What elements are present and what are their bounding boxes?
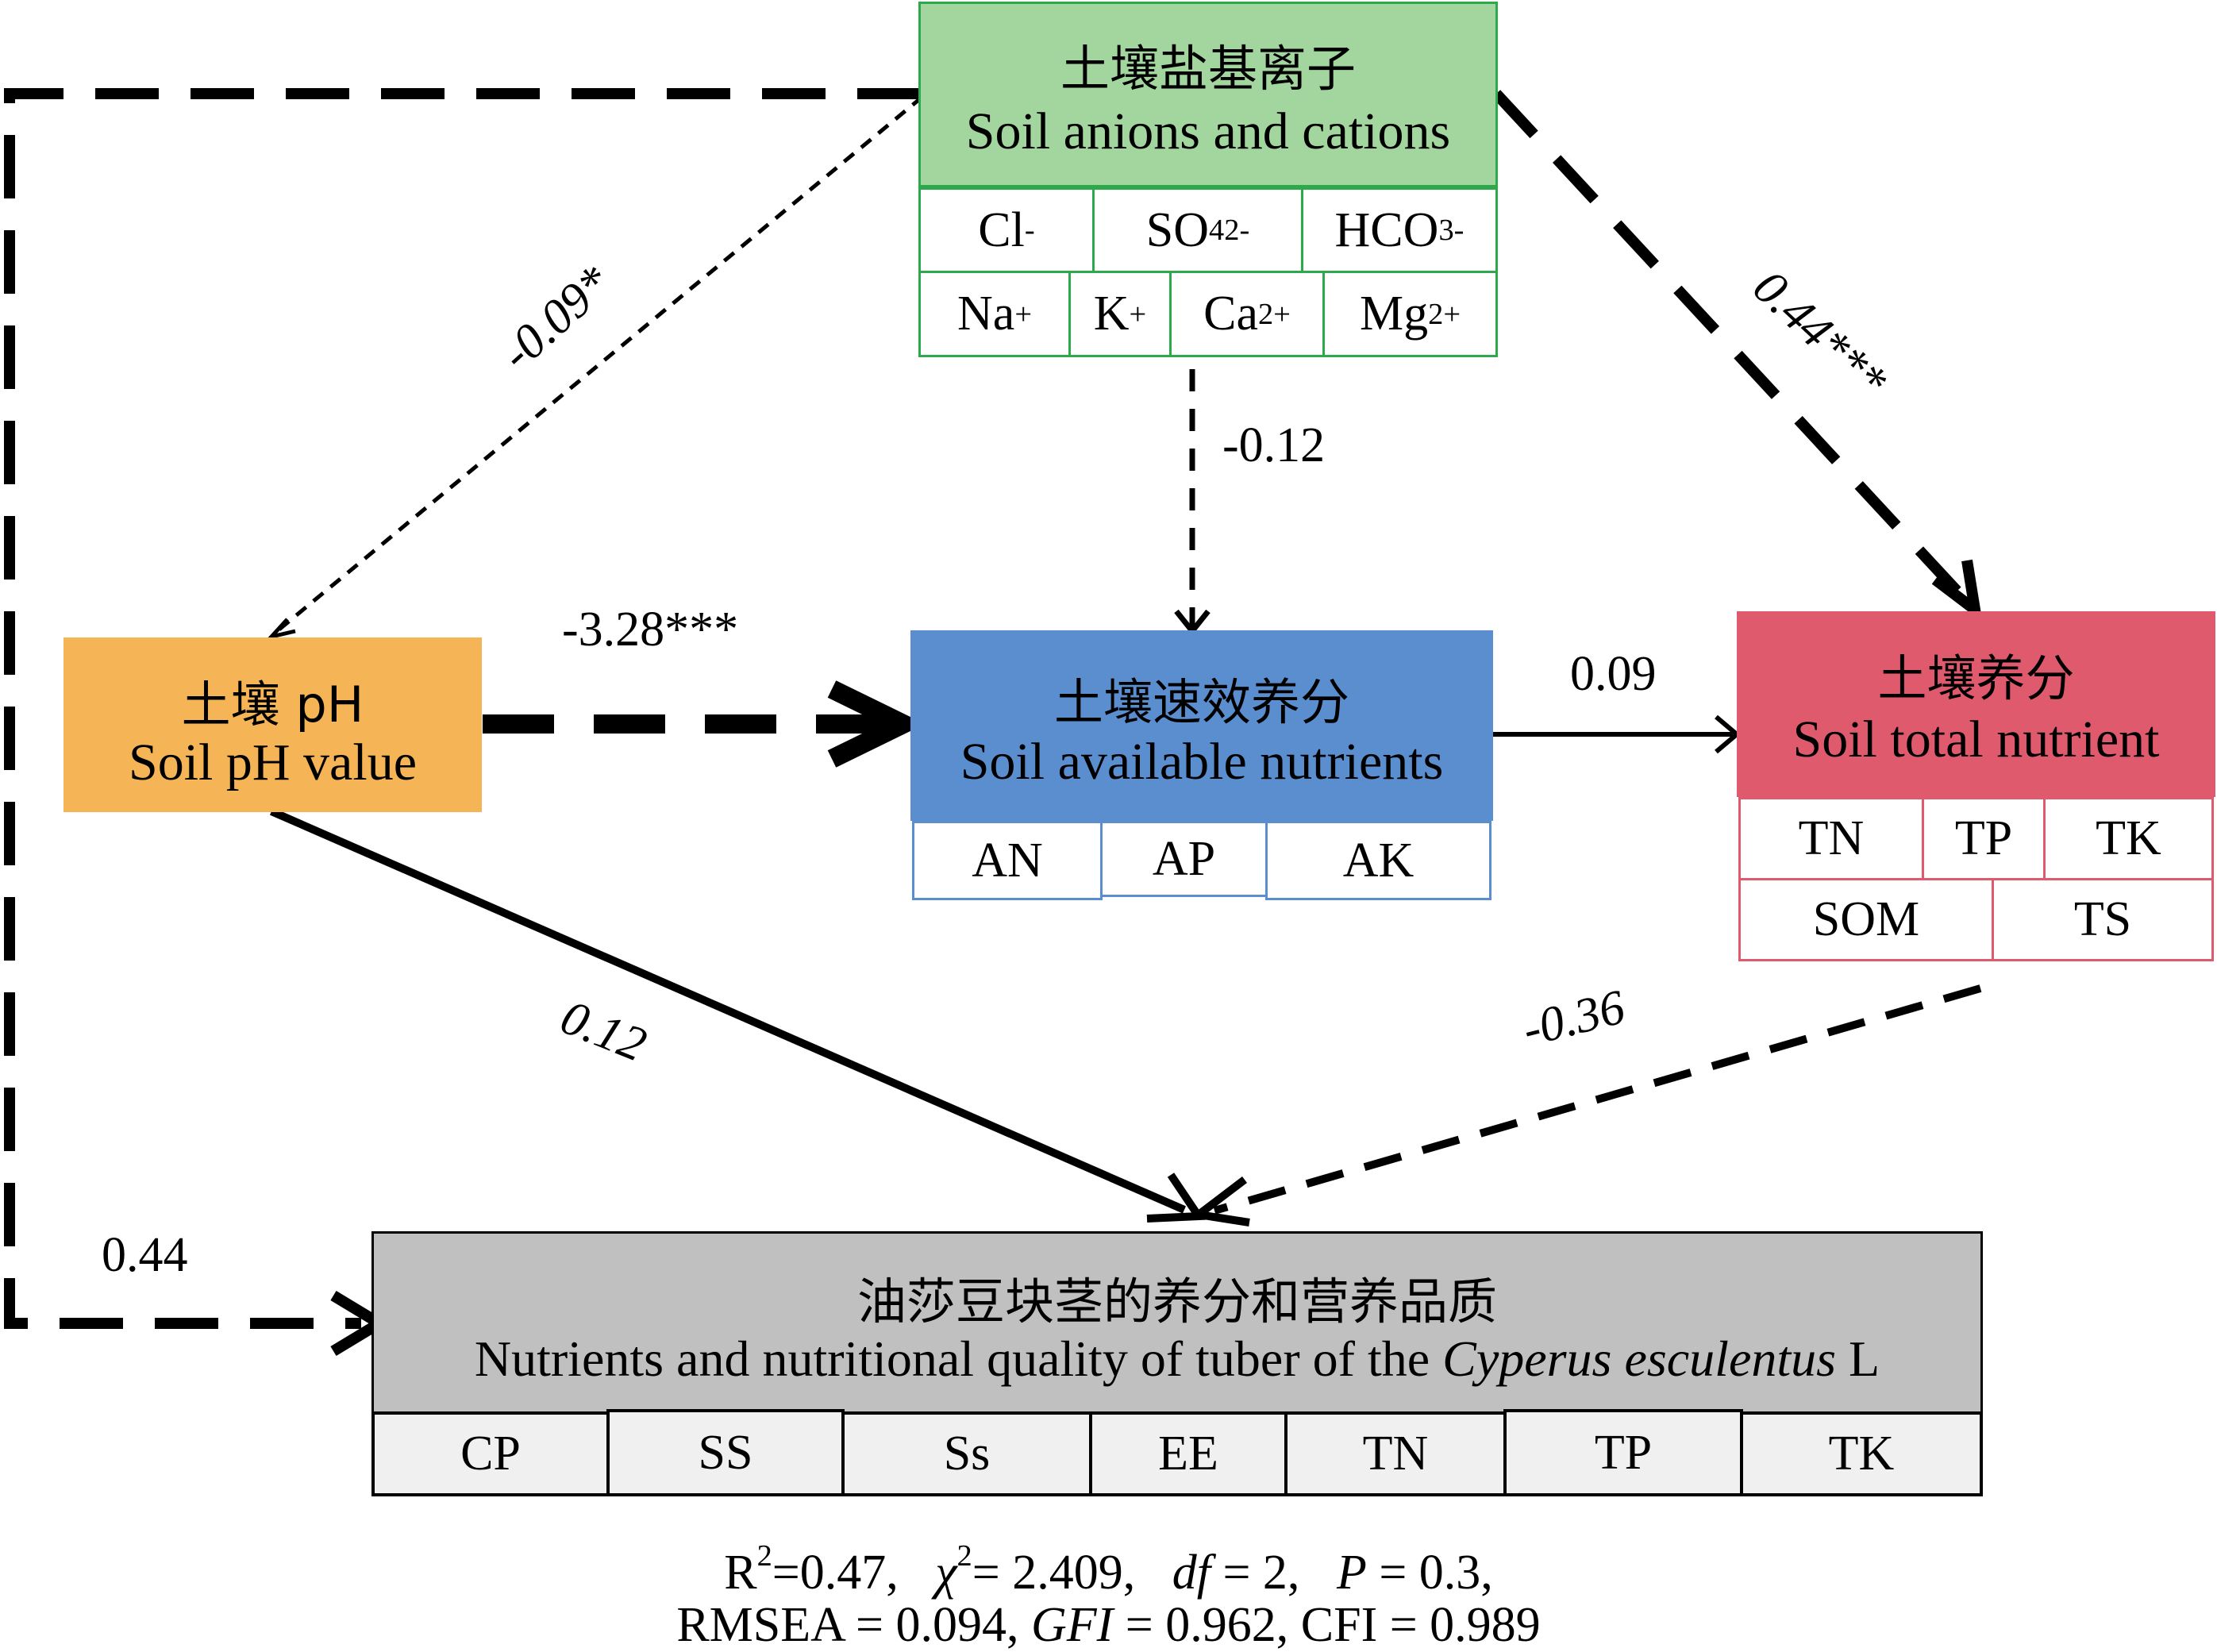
node-tuber-title-en-prefix: Nutrients and nutritional quality of tub…: [474, 1330, 1430, 1387]
node-soil-total-title-en: Soil total nutrient: [1792, 710, 2160, 768]
total-cell-tn: TN: [1738, 797, 1924, 880]
tuber-cell-ss-lower: Ss: [841, 1411, 1092, 1496]
coef-available-to-total: 0.09: [1570, 647, 1657, 701]
node-soil-available-header: [910, 630, 1493, 821]
fit-r2-label: R: [724, 1545, 757, 1600]
node-tuber-title-en-species: Cyperus esculentus: [1442, 1330, 1837, 1387]
coef-ph-to-available: -3.28***: [562, 603, 739, 657]
coef-ions-to-tuber: 0.44: [102, 1228, 188, 1282]
arrow-ph-to-tuber: [269, 807, 1187, 1214]
node-tuber-quality: 油莎豆块茎的养分和营养品质 Nutrients and nutritional …: [371, 1231, 1983, 1496]
ion-mg-label: Mg: [1359, 287, 1429, 341]
node-soil-total-title-zh: 土壤养分: [1877, 649, 2075, 707]
arrow-ions-to-total-head: [1931, 559, 1983, 623]
arrow-ions-to-ph: [275, 95, 924, 633]
coef-ions-to-available: -0.12: [1222, 418, 1326, 472]
ion-cell-cl: Cl-: [918, 187, 1095, 273]
ion-na-sup: +: [1014, 297, 1032, 331]
fit-gfi-label: GFI: [1030, 1598, 1114, 1652]
available-cell-an: AN: [912, 821, 1103, 900]
ion-ca-sup: 2+: [1257, 297, 1291, 331]
fit-chi-label: χ: [935, 1545, 957, 1600]
fit-p-value: = 0.3,: [1379, 1545, 1493, 1600]
ion-hco3-label: HCO: [1334, 202, 1439, 257]
node-tuber-title-zh: 油莎豆块茎的养分和营养品质: [856, 1273, 1497, 1330]
tuber-cell-tp: TP: [1503, 1409, 1743, 1496]
fit-chi-sup: 2: [956, 1539, 972, 1573]
ion-cell-na: Na+: [918, 271, 1071, 357]
tuber-cell-tn: TN: [1284, 1411, 1507, 1496]
ion-hco3-sup: -: [1453, 214, 1465, 247]
arrow-ions-to-ph-head: [265, 618, 296, 641]
fit-p-label: P: [1336, 1545, 1367, 1600]
available-cell-ap: AP: [1100, 821, 1268, 897]
node-soil-ions-title-en: Soil anions and cations: [965, 102, 1451, 160]
total-cell-tk: TK: [2043, 797, 2214, 880]
ion-so4-label: SO: [1145, 202, 1210, 257]
fit-r2-sup: 2: [756, 1539, 772, 1573]
fit-gfi-value: = 0.962,: [1125, 1598, 1289, 1652]
node-soil-total: 土壤养分 Soil total nutrient TN TP TK SOM TS: [1737, 611, 2215, 961]
tuber-cell-ee: EE: [1089, 1411, 1287, 1496]
node-soil-ph: 土壤 pH Soil pH value: [64, 637, 482, 812]
tuber-cell-tk: TK: [1740, 1411, 1983, 1496]
node-soil-available-title-zh: 土壤速效养分: [1053, 673, 1349, 731]
model-fit-line-2: RMSEA = 0.094, GFI = 0.962, CFI = 0.989: [0, 1597, 2217, 1652]
ion-cl-sup: -: [1024, 214, 1035, 247]
ion-k-sup: +: [1129, 297, 1147, 331]
total-cell-ts: TS: [1992, 878, 2214, 961]
ion-so4-sub: 4: [1209, 214, 1225, 247]
node-soil-total-header: [1737, 611, 2215, 797]
ion-mg-sup: 2+: [1428, 297, 1461, 331]
total-cell-som: SOM: [1738, 878, 1994, 961]
node-soil-ph-title-zh: 土壤 pH: [181, 676, 364, 734]
total-cell-tp: TP: [1922, 797, 2046, 880]
ion-na-label: Na: [957, 287, 1015, 341]
arrow-ions-to-tuber: [4, 88, 921, 1329]
fit-r2-value: =0.47,: [772, 1545, 899, 1600]
model-fit-line-1: R2=0.47, χ2= 2.409, df = 2, P = 0.3,: [0, 1538, 2217, 1601]
ion-k-label: K: [1093, 287, 1130, 341]
available-cell-ak: AK: [1265, 821, 1491, 900]
node-soil-ions-title-zh: 土壤盐基离子: [1060, 40, 1356, 98]
arrow-total-to-tuber: [1213, 984, 1982, 1215]
tuber-cell-ss: SS: [606, 1409, 845, 1496]
fit-chi-value: = 2.409,: [972, 1545, 1136, 1600]
node-soil-available: 土壤速效养分 Soil available nutrients AN AP AK: [910, 630, 1493, 902]
arrow-ph-to-available-head: [827, 680, 926, 768]
arrow-ions-to-total: [1491, 90, 1972, 606]
node-tuber-title-en: Nutrients and nutritional quality of tub…: [371, 1330, 1983, 1388]
fit-cfi: CFI = 0.989: [1300, 1598, 1541, 1652]
node-tuber-title-en-suffix: L: [1849, 1330, 1880, 1387]
node-soil-available-title-en: Soil available nutrients: [960, 733, 1444, 791]
arrow-total-to-tuber-head: [1188, 1176, 1250, 1226]
ion-cell-k: K+: [1068, 271, 1172, 357]
fit-rmsea: RMSEA = 0.094,: [676, 1598, 1019, 1652]
ion-ca-label: Ca: [1203, 287, 1258, 341]
node-soil-ions-header: [918, 2, 1498, 187]
ion-hco3-sub: 3: [1438, 214, 1454, 247]
fit-df-value: = 2,: [1222, 1545, 1300, 1600]
ion-so4-sup: 2-: [1224, 214, 1250, 247]
ion-cl-label: Cl: [978, 202, 1025, 257]
fit-df-label: df: [1172, 1545, 1210, 1600]
tuber-cell-cp: CP: [371, 1411, 610, 1496]
node-soil-ph-title-en: Soil pH value: [129, 734, 417, 791]
